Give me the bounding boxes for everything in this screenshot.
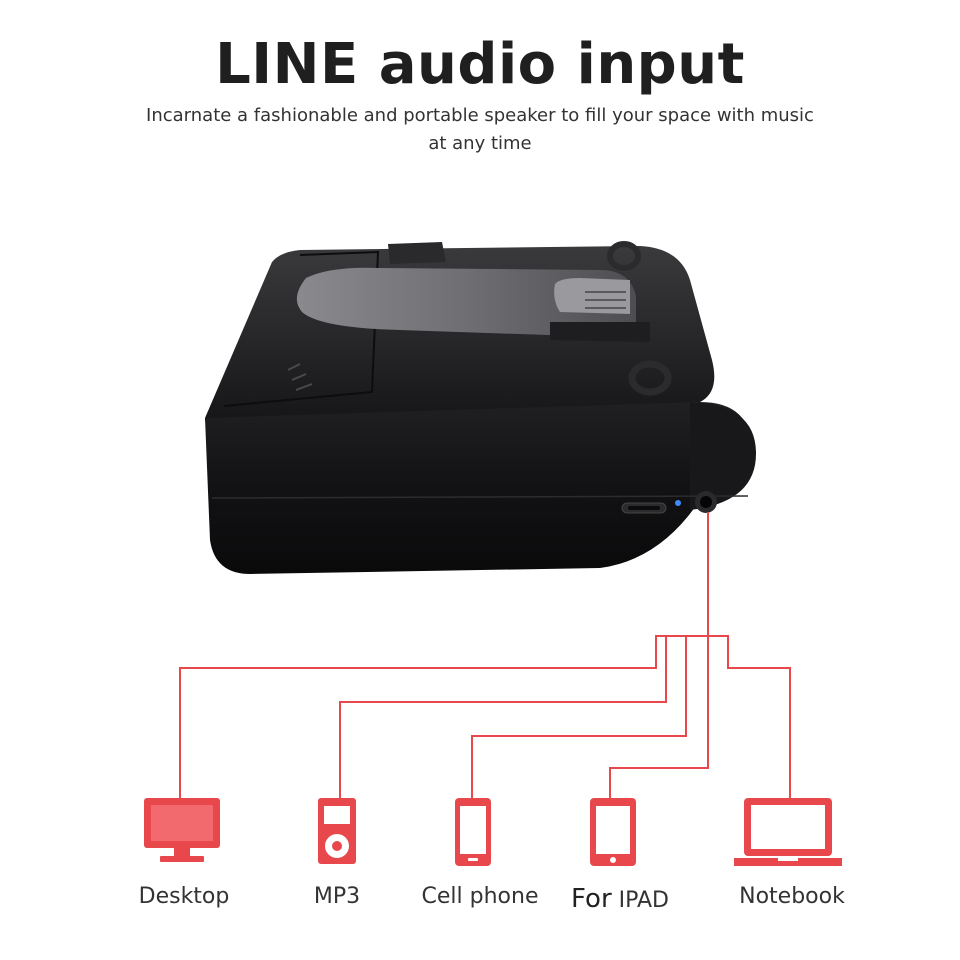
device-label-desktop: Desktop <box>138 884 230 909</box>
speaker-product-image <box>205 241 757 574</box>
page-subtitle: Incarnate a fashionable and portable spe… <box>146 105 814 154</box>
mp3-player-icon <box>318 798 356 864</box>
tablet-icon <box>590 798 636 866</box>
device-label-ipad: For IPAD <box>540 884 700 914</box>
cell-phone-icon <box>455 798 491 866</box>
device-label-notebook: Notebook <box>739 884 845 909</box>
desktop-monitor-icon <box>144 798 220 862</box>
laptop-icon <box>734 798 842 866</box>
connection-lines <box>179 512 791 806</box>
device-label-mp3: MP3 <box>313 884 361 909</box>
device-label-ipad-name: IPAD <box>618 888 669 913</box>
page-title: LINE audio input <box>215 32 745 97</box>
device-label-ipad-prefix: For <box>571 884 612 914</box>
device-label-cell-phone: Cell phone <box>421 884 539 909</box>
